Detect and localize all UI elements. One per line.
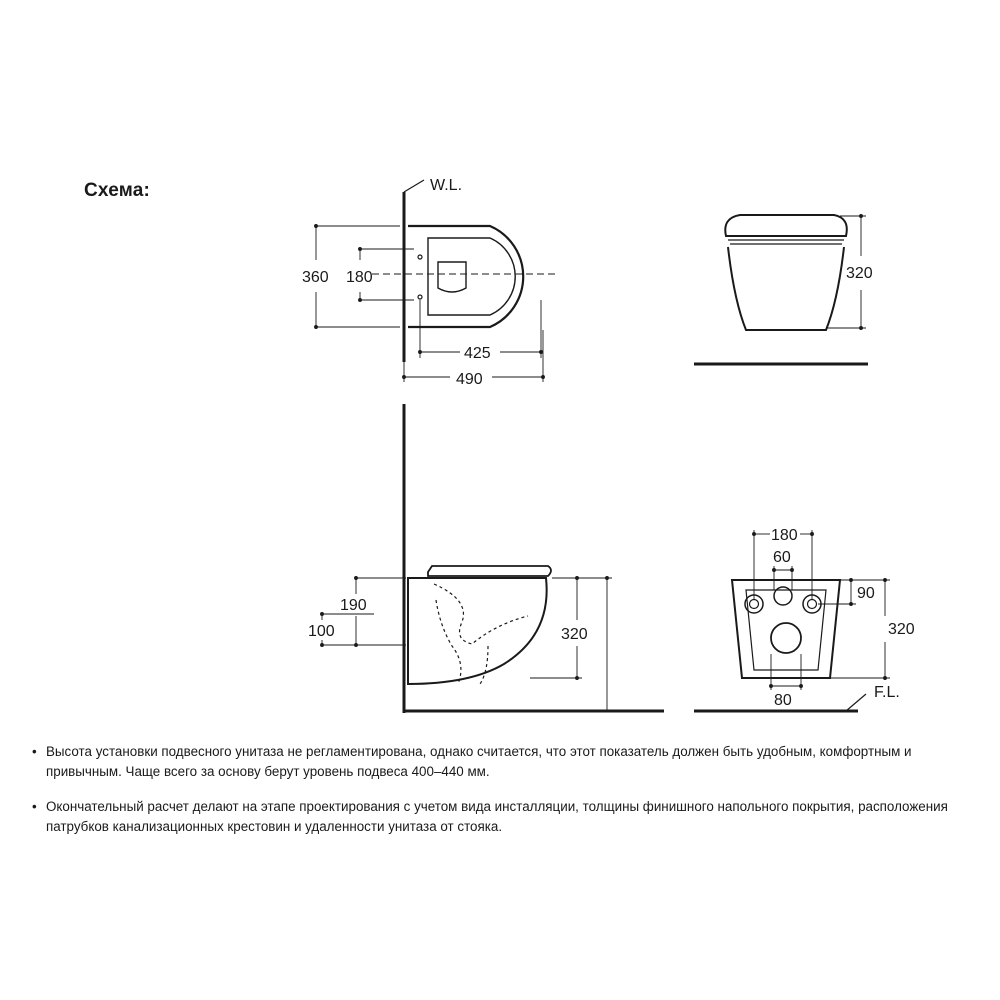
notes-list: • Высота установки подвесного унитаза не… <box>30 742 950 852</box>
dim-top-total-width: 360 <box>302 269 329 286</box>
front-view-bowl <box>727 246 845 331</box>
dim-side-height: 320 <box>561 626 588 643</box>
front-view <box>694 214 868 366</box>
note-text: Окончательный расчет делают на этапе про… <box>46 799 948 834</box>
bullet-icon: • <box>32 744 37 759</box>
dim-top-total-length: 490 <box>456 371 483 388</box>
dim-back-inlet-width: 60 <box>773 549 791 566</box>
top-view <box>314 179 556 382</box>
note-text: Высота установки подвесного унитаза не р… <box>46 744 912 779</box>
dim-top-bowl-length: 425 <box>464 345 491 362</box>
scheme-heading: Схема: <box>84 180 151 201</box>
dim-front-height: 320 <box>846 265 873 282</box>
top-view-seat-opening <box>437 261 467 293</box>
top-view-labels: W.L. 360 180 425 490 <box>302 177 491 388</box>
note-item: • Высота установки подвесного унитаза не… <box>30 742 950 782</box>
dim-back-height: 320 <box>888 621 915 638</box>
back-view-body <box>730 579 842 679</box>
note-item: • Окончательный расчет делают на этапе п… <box>30 797 950 837</box>
back-view-outlet <box>770 622 802 654</box>
side-view <box>320 404 664 713</box>
front-view-lid <box>724 214 848 237</box>
technical-drawing: W.L. 360 180 425 490 320 <box>302 177 915 713</box>
dim-side-outlet-height: 100 <box>308 623 335 640</box>
back-view <box>694 530 890 713</box>
side-view-trapway <box>433 583 529 685</box>
back-view-inlet <box>773 586 793 606</box>
side-view-bowl <box>407 577 548 686</box>
dim-back-outlet-width: 80 <box>774 692 792 709</box>
top-view-inner-rim <box>427 237 516 316</box>
dim-back-bolt-spacing: 180 <box>771 527 798 544</box>
dim-top-mounting-holes: 180 <box>346 269 373 286</box>
wall-line-label: W.L. <box>430 177 462 194</box>
floor-line-label: F.L. <box>874 684 900 701</box>
dim-side-bolt-height: 190 <box>340 597 367 614</box>
dim-back-bolt-offset: 90 <box>857 585 875 602</box>
bullet-icon: • <box>32 799 37 814</box>
side-view-lid <box>427 565 552 577</box>
back-view-labels: 180 60 90 320 80 F.L. <box>771 527 915 709</box>
top-view-bowl-outline <box>408 224 525 329</box>
side-view-labels: 190 100 320 <box>308 597 588 643</box>
